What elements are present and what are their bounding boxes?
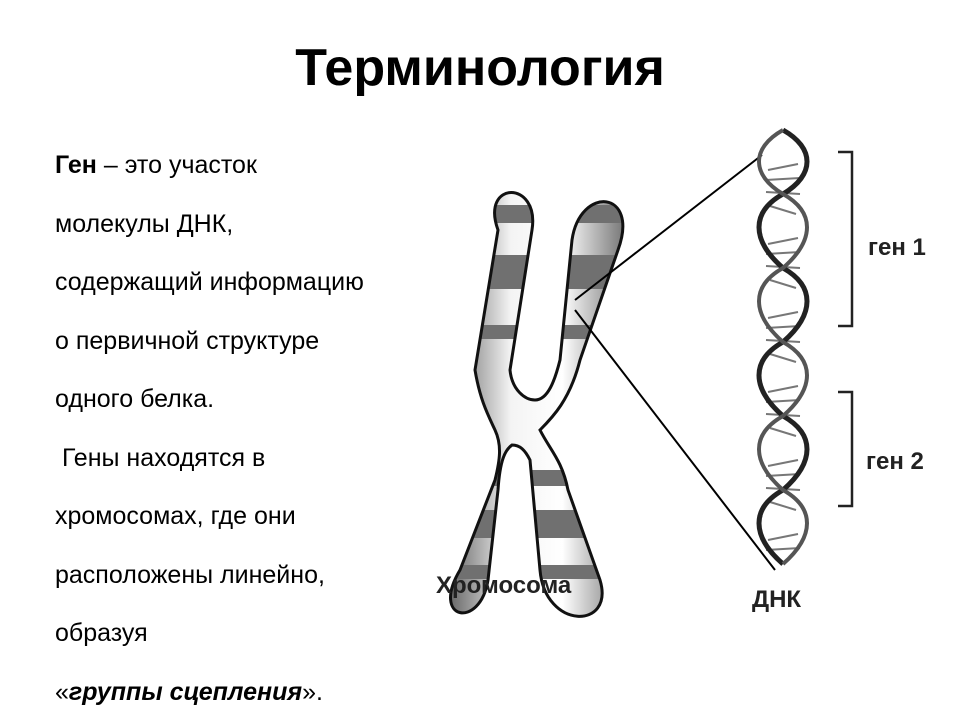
text-line-3: содержащий информацию bbox=[55, 253, 415, 312]
text-line-1: Ген – это участок bbox=[55, 136, 415, 195]
chromosome-dna-figure: Хромосома ДНК ген 1 ген 2 bbox=[420, 120, 960, 640]
dna-label: ДНК bbox=[752, 586, 801, 614]
term-linkage-group: группы сцепления bbox=[69, 678, 302, 706]
text-line-8: расположены линейно, bbox=[55, 546, 415, 605]
figure-illustration bbox=[420, 120, 960, 640]
text-line-5: одного белка. bbox=[55, 370, 415, 429]
text-line-10: «группы сцепления». bbox=[55, 663, 415, 721]
text-line-7: хромосомах, где они bbox=[55, 487, 415, 546]
quote-close: ». bbox=[302, 678, 323, 706]
gene-1-bracket bbox=[838, 152, 852, 326]
gene-1-label: ген 1 bbox=[868, 234, 926, 262]
definition-text: Ген – это участок молекулы ДНК, содержащ… bbox=[55, 136, 415, 721]
gene-2-label: ген 2 bbox=[866, 448, 924, 476]
quote-open: « bbox=[55, 678, 69, 706]
slide-title: Терминология bbox=[0, 38, 960, 98]
chromosome-label: Хромосома bbox=[436, 572, 571, 600]
chromosome-illustration bbox=[420, 193, 680, 617]
text-line-4: о первичной структуре bbox=[55, 312, 415, 371]
text-line-6: Гены находятся в bbox=[55, 429, 415, 488]
dna-helix bbox=[759, 130, 807, 564]
gene-2-bracket bbox=[838, 392, 852, 506]
text-line-2: молекулы ДНК, bbox=[55, 195, 415, 254]
term-gene: Ген bbox=[55, 151, 97, 179]
text-line-1-rest: – это участок bbox=[97, 151, 257, 179]
text-line-9: образуя bbox=[55, 604, 415, 663]
